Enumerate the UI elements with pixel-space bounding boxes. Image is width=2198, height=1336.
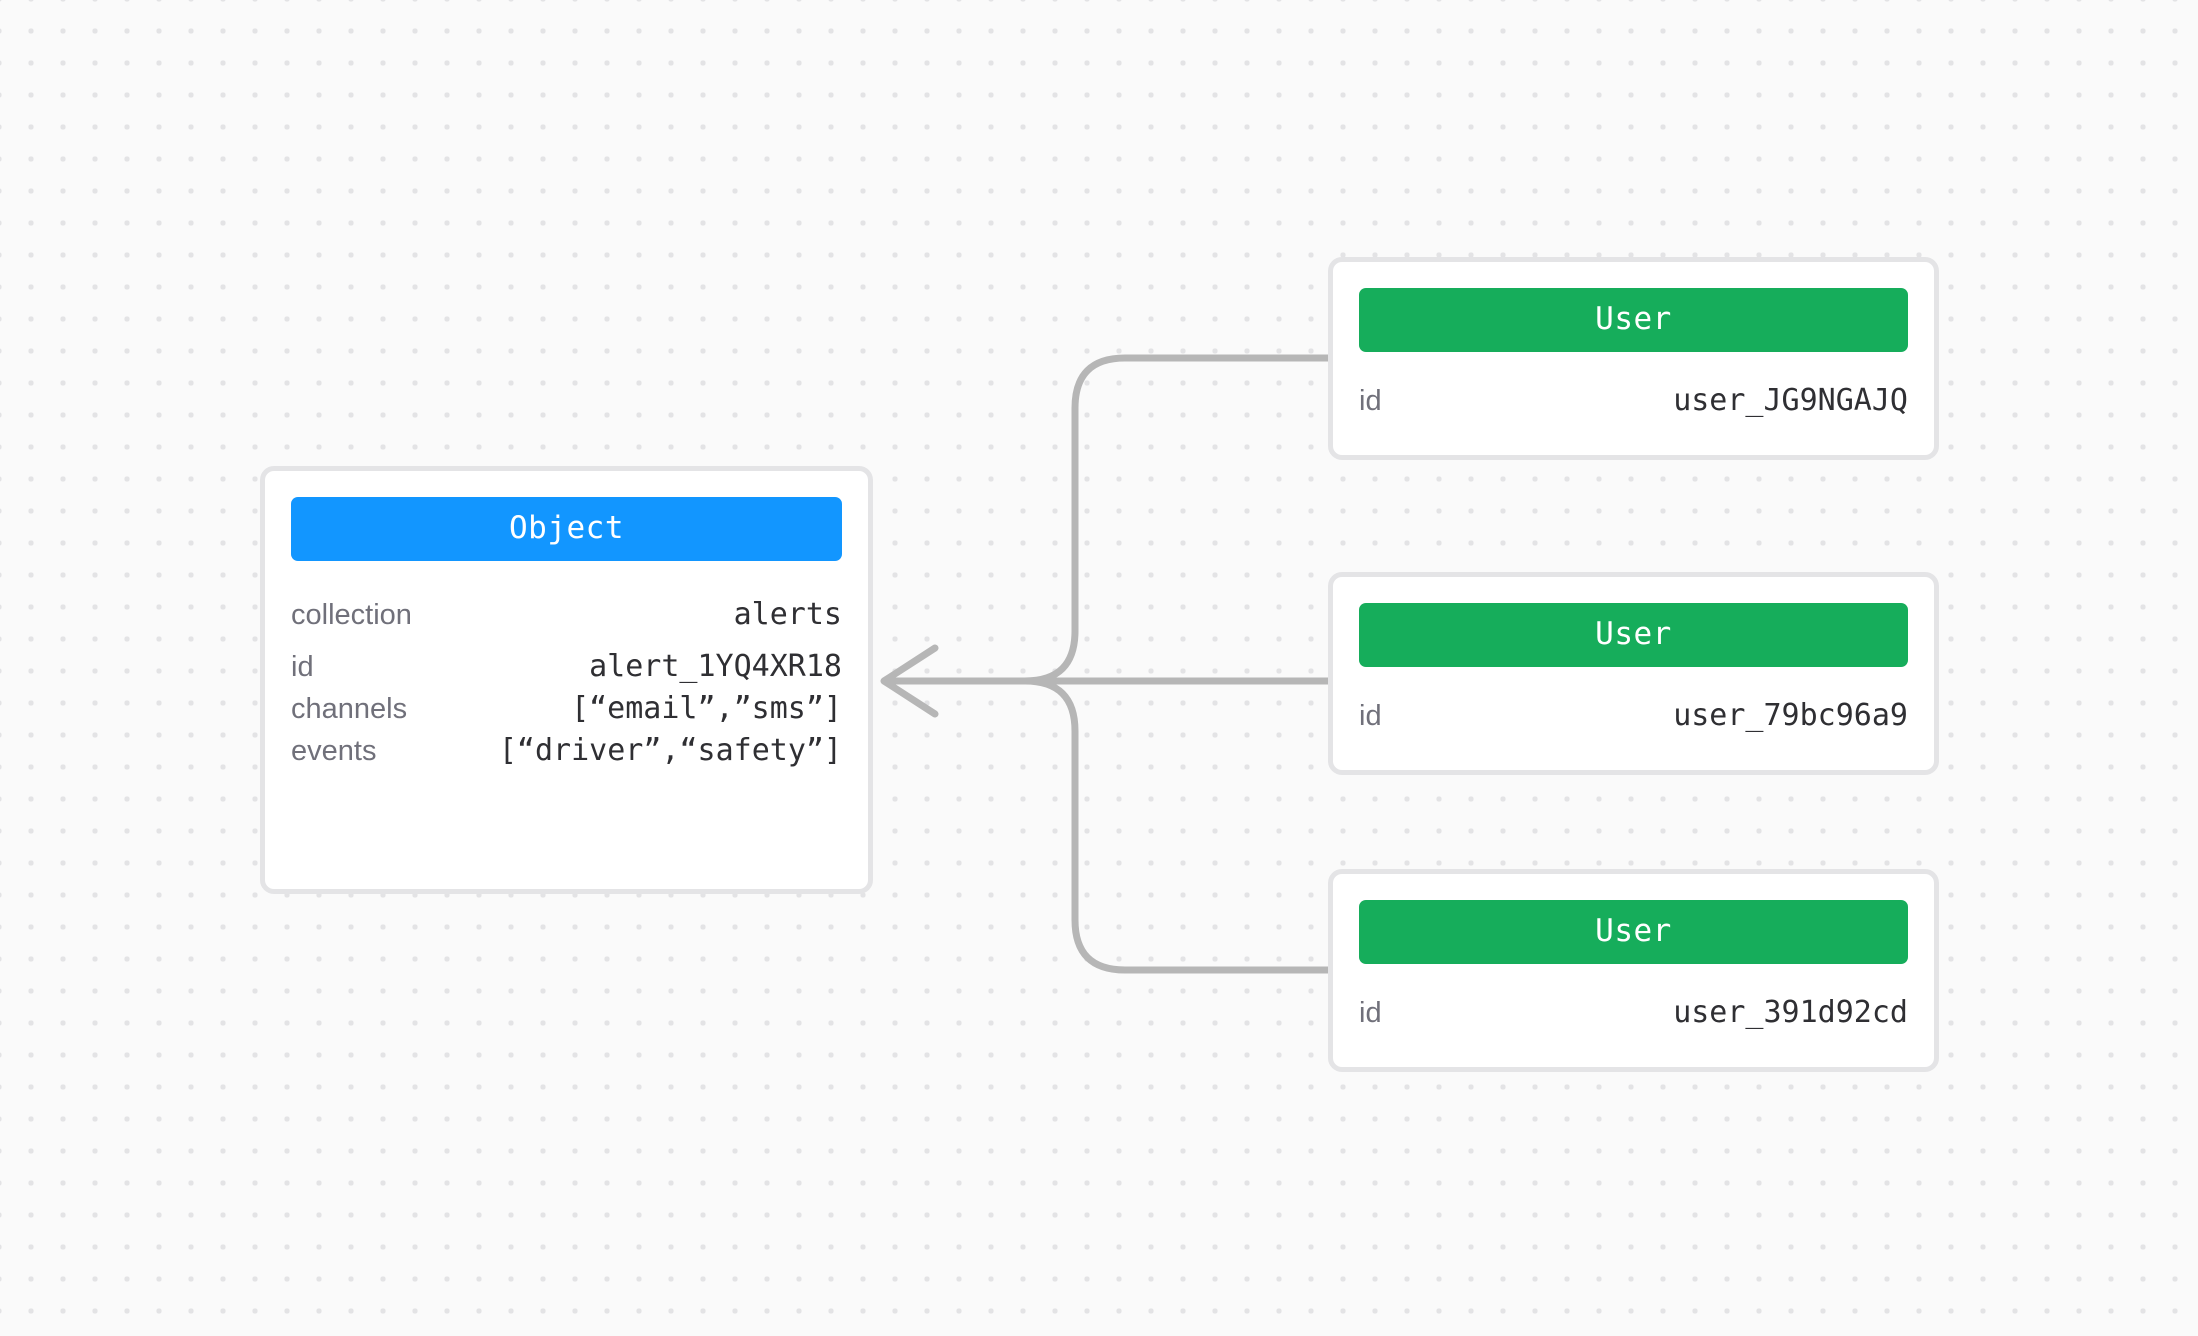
user-node-header: User — [1359, 288, 1908, 352]
user-node-card[interactable]: User id user_391d92cd — [1328, 869, 1939, 1072]
field-row[interactable]: events [“driver”,“safety”] — [291, 736, 842, 766]
field-row[interactable]: collection alerts — [291, 600, 842, 630]
field-key: id — [1359, 997, 1382, 1029]
field-row[interactable]: id user_391d92cd — [1359, 998, 1908, 1028]
field-row[interactable]: id user_JG9NGAJQ — [1359, 386, 1908, 416]
object-node-header: Object — [291, 497, 842, 561]
object-node-primary-fields: collection alerts — [291, 561, 842, 630]
user-node-card[interactable]: User id user_79bc96a9 — [1328, 572, 1939, 775]
field-value: user_391d92cd — [1673, 995, 1908, 1030]
edge-arrowhead-icon — [880, 644, 939, 718]
field-value: user_79bc96a9 — [1673, 698, 1908, 733]
field-row[interactable]: id alert_1YQ4XR18 — [291, 652, 842, 682]
object-node-secondary-fields: id alert_1YQ4XR18 channels [“email”,”sms… — [291, 630, 842, 766]
object-node-body: collection alerts id alert_1YQ4XR18 chan… — [265, 561, 868, 766]
field-value: [“driver”,“safety”] — [498, 733, 842, 768]
field-key: id — [1359, 385, 1382, 417]
object-node-card[interactable]: Object collection alerts id alert_1YQ4XR… — [260, 466, 873, 894]
user-node-body: id user_JG9NGAJQ — [1333, 352, 1934, 416]
field-row[interactable]: id user_79bc96a9 — [1359, 701, 1908, 731]
field-key: events — [291, 735, 377, 767]
user-node-body: id user_79bc96a9 — [1333, 667, 1934, 731]
field-key: channels — [291, 693, 408, 725]
edge-user-0-to-object — [889, 354, 1332, 685]
field-value: alerts — [733, 597, 842, 632]
user-node-header: User — [1359, 900, 1908, 964]
field-value: alert_1YQ4XR18 — [589, 649, 842, 684]
edge-user-2-to-object — [889, 677, 1332, 974]
field-row[interactable]: channels [“email”,”sms”] — [291, 694, 842, 724]
user-node-card[interactable]: User id user_JG9NGAJQ — [1328, 257, 1939, 460]
field-key: collection — [291, 599, 412, 631]
field-value: user_JG9NGAJQ — [1673, 383, 1908, 418]
field-key: id — [1359, 700, 1382, 732]
user-node-body: id user_391d92cd — [1333, 964, 1934, 1028]
field-key: id — [291, 651, 314, 683]
field-value: [“email”,”sms”] — [571, 691, 842, 726]
user-node-header: User — [1359, 603, 1908, 667]
